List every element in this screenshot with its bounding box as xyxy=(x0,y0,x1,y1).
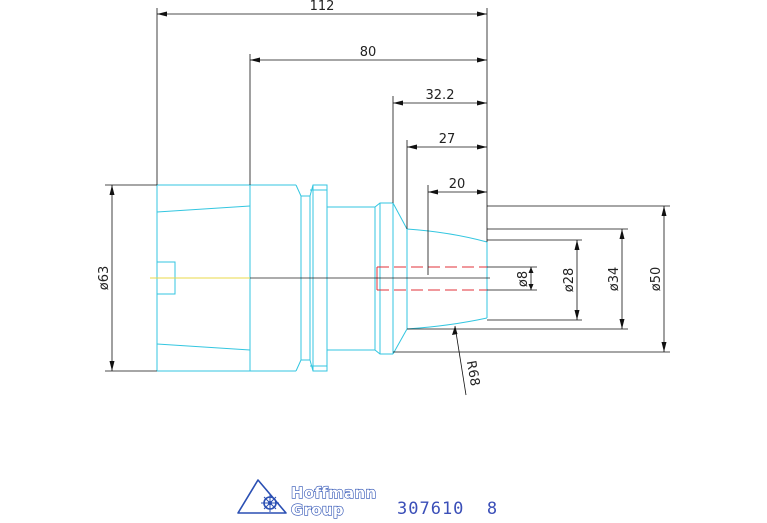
dimension-arrows xyxy=(109,11,667,371)
logo-text-line1: Hoffmann xyxy=(291,484,376,502)
dim-dia-8-label: ø8 xyxy=(516,271,531,287)
dim-dia-34-label: ø34 xyxy=(607,267,622,292)
dim-32-2-label: 32.2 xyxy=(426,88,455,103)
dim-112-label: 112 xyxy=(310,0,335,14)
hidden-bore xyxy=(376,266,487,291)
dimension-labels: 112 80 32.2 27 20 ø63 ø50 ø34 ø28 ø8 R68 xyxy=(97,0,664,387)
dimension-lines xyxy=(105,8,670,396)
logo-text-line2: Group xyxy=(291,501,344,519)
dim-dia-63-label: ø63 xyxy=(97,266,112,291)
dim-27-label: 27 xyxy=(439,132,456,147)
dim-dia-28-label: ø28 xyxy=(562,268,577,293)
logo-emblem-icon xyxy=(237,479,287,514)
part-number: 307610 8 xyxy=(397,499,498,519)
dim-80-label: 80 xyxy=(360,45,377,60)
company-logo: Hoffmann Group xyxy=(237,479,377,520)
dim-radius-68-label: R68 xyxy=(463,359,482,387)
dim-dia-50-label: ø50 xyxy=(649,267,664,292)
dim-20-label: 20 xyxy=(449,177,466,192)
